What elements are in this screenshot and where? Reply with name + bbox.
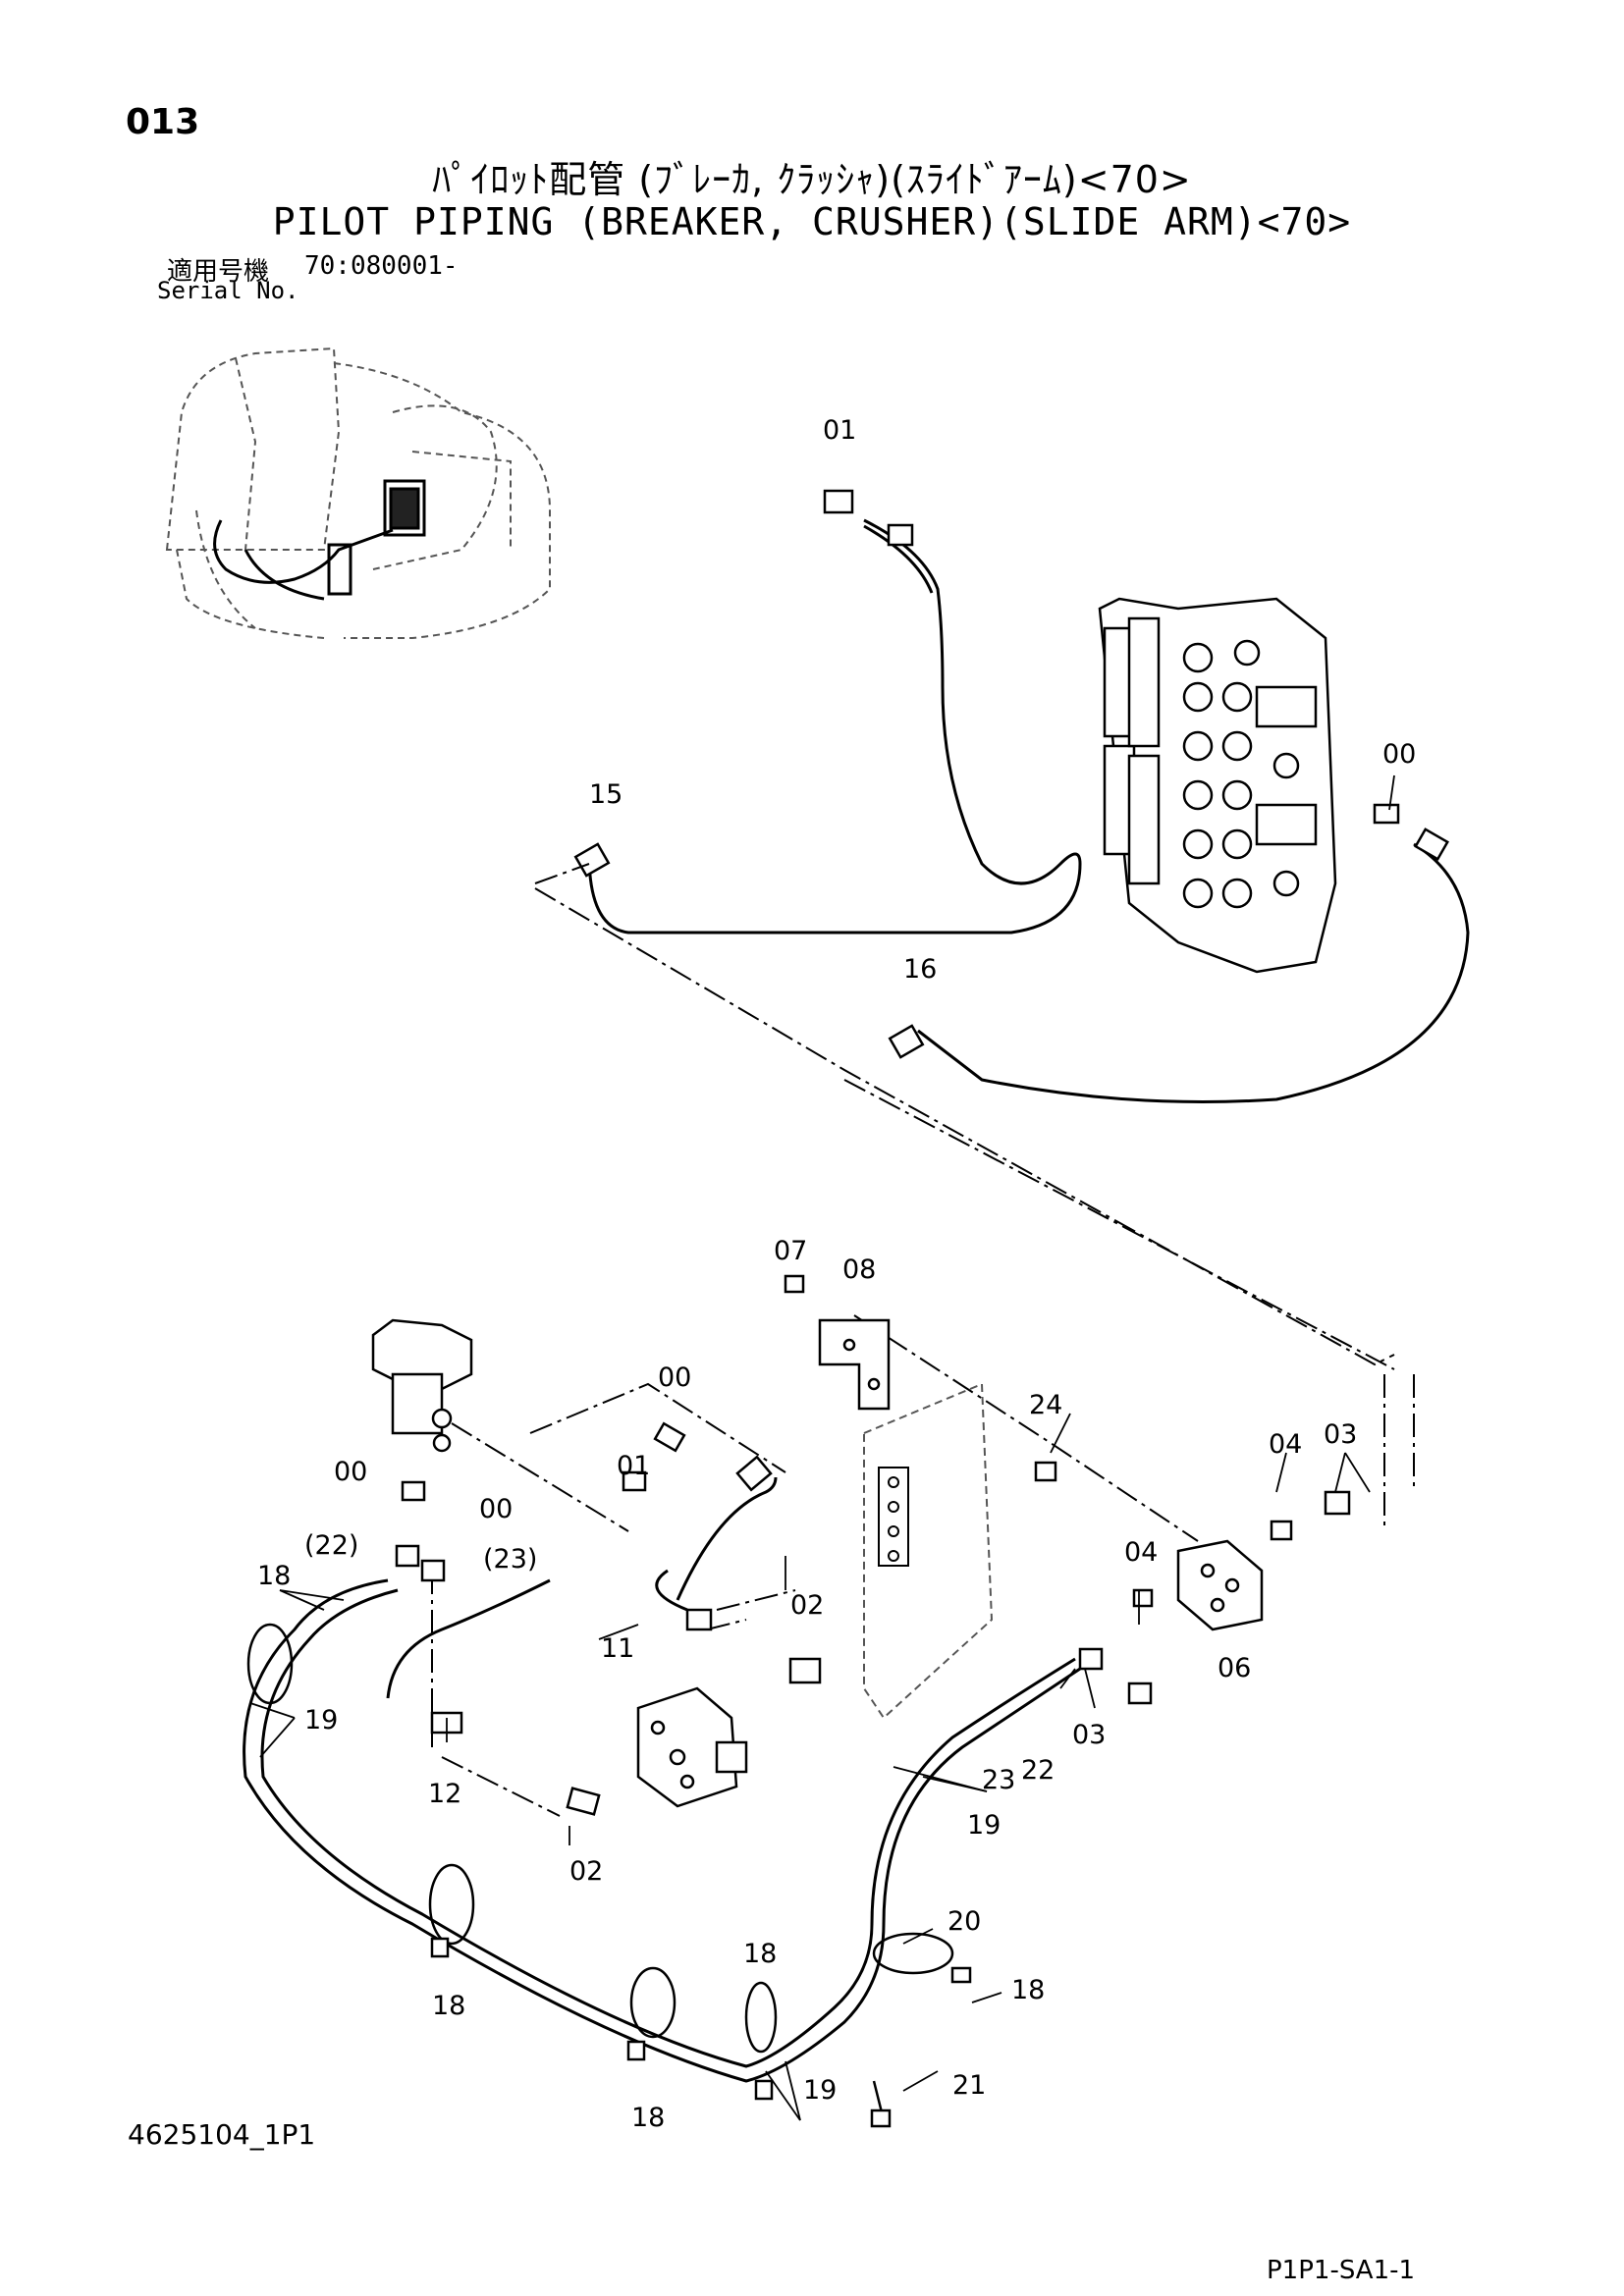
callout-04-right: 04 xyxy=(1269,1429,1302,1460)
callout-19-mid: 19 xyxy=(967,1810,1001,1841)
callout-15: 15 xyxy=(589,779,623,810)
pedal-valve xyxy=(371,1318,473,1453)
callout-16: 16 xyxy=(903,954,937,985)
serial-label-japanese: 適用号機 xyxy=(167,257,270,287)
callout-04-mid: 04 xyxy=(1124,1537,1158,1568)
title-japanese: ﾊﾟｲﾛｯﾄ配管 (ﾌﾞﾚｰｶ, ｸﾗｯｼｬ)(ｽﾗｲﾄﾞｱｰﾑ)<70> xyxy=(432,158,1192,201)
callout-19-left: 19 xyxy=(304,1705,338,1735)
shuttle-valve xyxy=(636,1686,748,1808)
callout-18-bottom-mid: 18 xyxy=(743,1939,777,1969)
lower-hoses xyxy=(243,1476,1081,2083)
callout-21: 21 xyxy=(952,2070,986,2101)
callout-18-bottom-right: 18 xyxy=(1011,1975,1045,2005)
callout-07: 07 xyxy=(774,1236,807,1266)
excavator-highlight-parts xyxy=(213,479,426,601)
document-id: 4625104_1P1 xyxy=(128,2118,316,2151)
callout-22: 22 xyxy=(1021,1755,1055,1786)
callout-labels: 01 00 15 16 07 08 00 24 04 03 00 01 00 (… xyxy=(257,415,1416,2133)
callout-02-bottom: 02 xyxy=(569,1856,603,1887)
lower-fittings xyxy=(395,1274,1351,1816)
callout-23: 23 xyxy=(982,1765,1015,1795)
callout-00-pedal: 00 xyxy=(658,1362,691,1393)
control-valve xyxy=(1098,597,1337,974)
callout-11: 11 xyxy=(601,1633,634,1664)
callout-24: 24 xyxy=(1029,1390,1062,1420)
callout-01-mid: 01 xyxy=(617,1451,650,1481)
mounting-plate xyxy=(863,1382,994,1720)
callout-03-mid: 03 xyxy=(1072,1720,1106,1750)
upper-hoses xyxy=(587,518,1470,1103)
page-number: 013 xyxy=(126,102,200,142)
callout-00-left: 00 xyxy=(334,1457,367,1487)
callout-06: 06 xyxy=(1218,1653,1251,1683)
bracket-08 xyxy=(818,1318,891,1411)
title-english: PILOT PIPING (BREAKER, CRUSHER)(SLIDE AR… xyxy=(272,200,1352,243)
page-code: P1P1-SA1-1 xyxy=(1267,2256,1416,2285)
callout-18-bottom: 18 xyxy=(631,2103,665,2133)
callout-12: 12 xyxy=(428,1779,461,1809)
excavator-overview xyxy=(165,347,551,639)
clamps-18 xyxy=(246,1623,972,2128)
callout-01-top: 01 xyxy=(823,415,856,446)
serial-code: 70:080001- xyxy=(304,251,459,281)
callout-08: 08 xyxy=(842,1255,876,1285)
callout-18-left: 18 xyxy=(257,1561,291,1591)
callout-22-paren: (22) xyxy=(304,1530,358,1561)
callout-02-top: 02 xyxy=(790,1590,824,1621)
callout-20: 20 xyxy=(947,1906,981,1937)
callout-00-valve: 00 xyxy=(1382,739,1416,770)
serial-label-english: Serial No. xyxy=(157,277,299,304)
mounting-plate-holes xyxy=(878,1467,909,1567)
callout-18-bottom-left: 18 xyxy=(432,1991,465,2021)
callout-23-paren: (23) xyxy=(483,1544,537,1575)
callout-00-mid: 00 xyxy=(479,1494,513,1524)
leader-lines xyxy=(249,774,1395,2121)
callout-19-bottom: 19 xyxy=(803,2075,837,2106)
connection-lines xyxy=(431,863,1415,1817)
upper-fittings xyxy=(573,489,1449,1059)
block-06 xyxy=(1176,1539,1264,1631)
callout-03-right: 03 xyxy=(1324,1419,1357,1450)
